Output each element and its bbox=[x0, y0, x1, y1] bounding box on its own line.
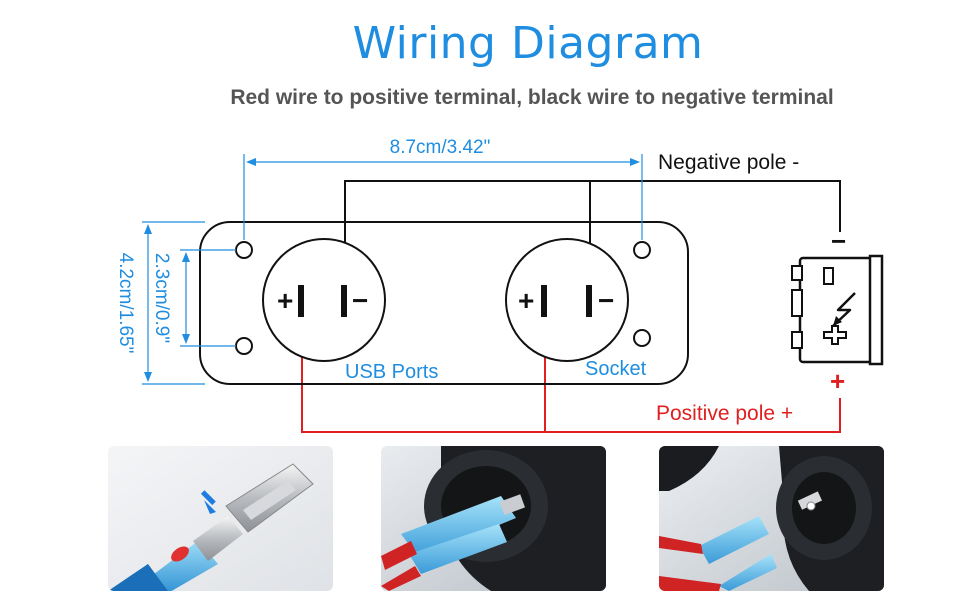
battery-plus-label: + bbox=[830, 366, 845, 396]
mounting-hole bbox=[633, 329, 651, 347]
socket-plus-terminal bbox=[541, 285, 547, 317]
positive-pole-label: Positive pole + bbox=[656, 402, 793, 425]
wiring-diagram: + − + − USB Ports Socket 8.7cm/3.42" 4.2… bbox=[115, 137, 884, 433]
mounting-hole bbox=[633, 241, 651, 259]
page-subtitle: Red wire to positive terminal, black wir… bbox=[230, 86, 834, 109]
width-arrow-right bbox=[630, 158, 640, 166]
usb-ports-label: USB Ports bbox=[345, 361, 438, 383]
width-dimension-label: 8.7cm/3.42" bbox=[390, 137, 491, 158]
crimp-terminal-photo bbox=[108, 446, 333, 591]
positive-wire bbox=[301, 305, 841, 433]
height-arrow-top bbox=[144, 224, 152, 234]
width-arrow-left bbox=[246, 158, 256, 166]
battery-icon bbox=[791, 254, 884, 366]
panel-outline bbox=[199, 221, 689, 385]
spacing-arrow-bottom bbox=[182, 334, 190, 344]
socket-outline bbox=[505, 238, 629, 362]
usb-minus-symbol: − bbox=[352, 285, 368, 316]
page-title: Wiring Diagram bbox=[352, 18, 704, 69]
height-dimension-label: 4.2cm/1.65" bbox=[115, 253, 136, 354]
mounting-hole bbox=[235, 241, 253, 259]
socket-minus-terminal bbox=[586, 285, 592, 317]
socket-with-wires-photo bbox=[381, 446, 606, 591]
socket-terminal-connection-photo bbox=[659, 446, 884, 591]
height-arrow-bottom bbox=[144, 372, 152, 382]
negative-pole-label: Negative pole - bbox=[658, 151, 799, 174]
socket-label: Socket bbox=[585, 358, 647, 380]
socket-minus-symbol: − bbox=[598, 285, 614, 316]
usb-plus-terminal bbox=[298, 285, 304, 317]
battery-minus-label: − bbox=[831, 226, 846, 256]
spacing-dimension-label: 2.3cm/0.9" bbox=[151, 253, 172, 343]
mounting-hole bbox=[235, 337, 253, 355]
socket-plus-symbol: + bbox=[518, 285, 534, 316]
usb-minus-terminal bbox=[341, 285, 347, 317]
spacing-arrow-top bbox=[182, 252, 190, 262]
usb-plus-symbol: + bbox=[277, 285, 293, 316]
usb-port-outline bbox=[262, 238, 386, 362]
